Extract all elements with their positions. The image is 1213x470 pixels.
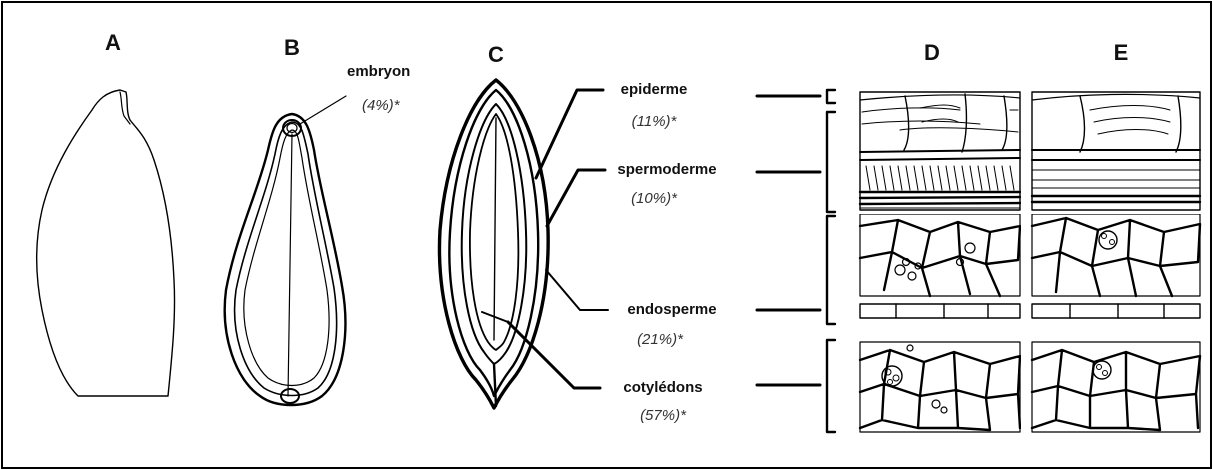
label-cotyledons: cotylédons (623, 379, 702, 396)
panel-label-c: C (488, 42, 504, 67)
panel-label-b: B (284, 35, 300, 60)
panel-label-a: A (105, 30, 121, 55)
label-epiderme-percent: (11%)* (632, 113, 678, 130)
label-embryon-percent: (4%)* (362, 97, 401, 114)
panel-label-d: D (924, 40, 940, 65)
label-endosperme-percent: (21%)* (637, 331, 684, 348)
label-epiderme: epiderme (621, 81, 688, 98)
label-cotyledons-percent: (57%)* (640, 407, 687, 424)
label-embryon: embryon (347, 63, 410, 80)
panel-label-e: E (1114, 40, 1129, 65)
label-spermoderme-percent: (10%)* (631, 190, 678, 207)
label-spermoderme: spermoderme (617, 161, 716, 178)
label-endosperme: endosperme (627, 301, 716, 318)
